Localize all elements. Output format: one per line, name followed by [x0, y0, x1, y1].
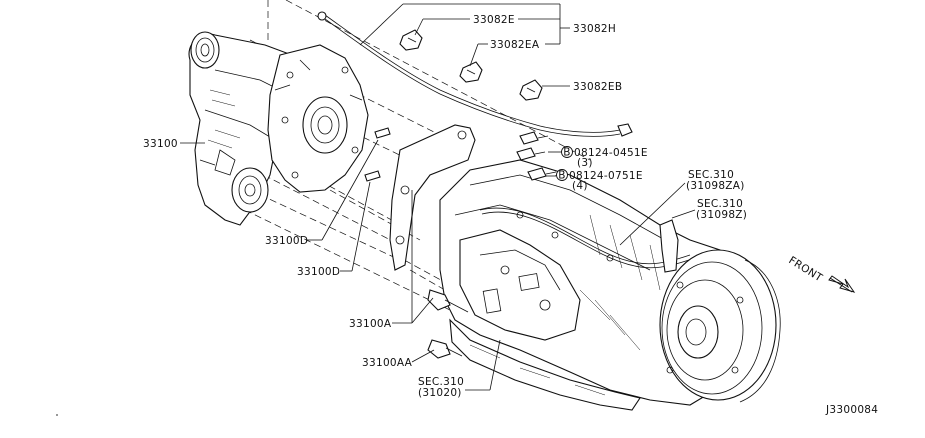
- label-bolt-08124-0751E: 08124-0751E: [569, 170, 643, 182]
- bolt-marker-2: B: [558, 170, 566, 182]
- front-label: FRONT: [786, 254, 824, 284]
- label-sec310-31098ZA-line2: (31098ZA): [686, 180, 745, 192]
- front-arrow-icon: [828, 275, 856, 293]
- leader-lines: [180, 3, 696, 391]
- label-33100D-2: 33100D: [297, 266, 340, 278]
- label-bolt-qty-3: (3): [577, 157, 593, 169]
- registration-dot: [56, 414, 58, 416]
- label-sec310-31020-line2: (31020): [418, 387, 462, 399]
- diagram-code: J3300084: [825, 404, 878, 416]
- label-33100A: 33100A: [349, 318, 392, 330]
- bolt-marker-1: B: [563, 147, 571, 159]
- bolt-marker-circle-2: [556, 169, 568, 181]
- label-sec310-31020-line1: SEC.310: [418, 376, 464, 388]
- label-33082E: 33082E: [473, 14, 515, 26]
- label-sec310-31098Z-line1: SEC.310: [697, 198, 743, 210]
- tube-clips: [399, 29, 543, 101]
- bolts: [427, 131, 557, 359]
- bolt-marker-circle-1: [561, 146, 573, 158]
- label-33100: 33100: [143, 138, 178, 150]
- bolt-markers: B B: [556, 146, 573, 182]
- part-labels: 33082E 33082H 33082EA 33082EB 33100 0812…: [143, 14, 878, 416]
- label-sec310-31098ZA-line1: SEC.310: [688, 169, 734, 181]
- label-33082H: 33082H: [573, 23, 616, 35]
- front-direction-indicator: FRONT: [786, 254, 856, 293]
- oil-level-gauge-tube: [317, 11, 633, 137]
- label-33082EA: 33082EA: [490, 39, 540, 51]
- label-33100AA: 33100AA: [362, 357, 413, 369]
- label-bolt-08124-0451E: 08124-0451E: [574, 147, 648, 159]
- dowel-pins: [364, 127, 391, 182]
- label-bolt-qty-4: (4): [572, 180, 588, 192]
- label-sec310-31098Z-line2: (31098Z): [696, 209, 747, 221]
- label-33082EB: 33082EB: [573, 81, 622, 93]
- label-33100D-1: 33100D: [265, 235, 308, 247]
- torque-converter: [659, 249, 781, 403]
- adapter-housing: [267, 44, 369, 193]
